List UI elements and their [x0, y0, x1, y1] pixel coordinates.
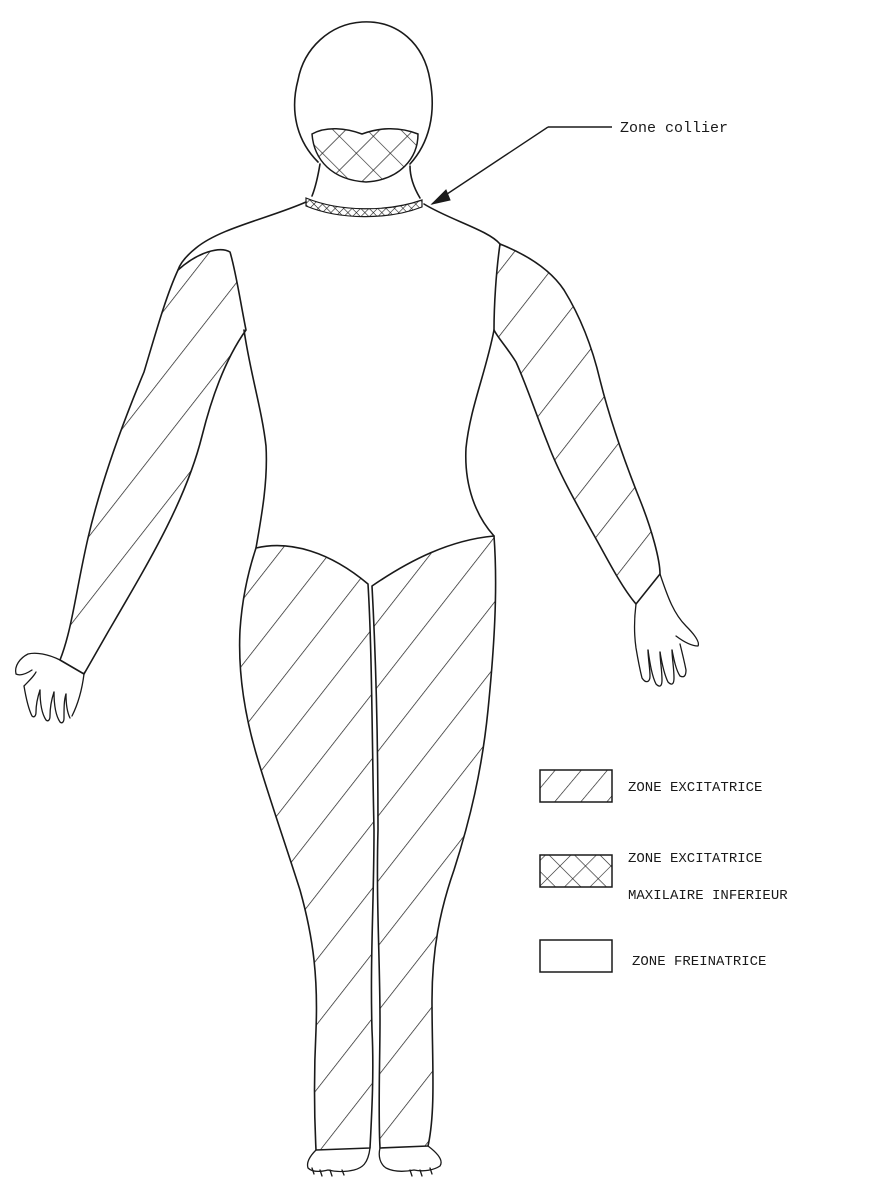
right-leg-zone: [372, 536, 496, 1148]
legend-label-blank: ZONE FREINATRICE: [632, 954, 766, 970]
legend-label-diagonal: ZONE EXCITATRICE: [628, 780, 762, 796]
left-arm: [60, 250, 246, 674]
right-leg: [372, 536, 496, 1148]
legend: ZONE EXCITATRICE ZONE EXCITATRICE MAXILA…: [540, 770, 788, 972]
legend-item-diagonal: ZONE EXCITATRICE: [540, 770, 762, 802]
callout-arrowhead: [432, 190, 450, 204]
collar-callout: Zone collier: [432, 120, 728, 204]
jaw-zone: [312, 129, 418, 182]
legend-swatch-blank: [540, 940, 612, 972]
callout-leader-diagonal: [432, 127, 548, 204]
legend-item-crosshatch: ZONE EXCITATRICE MAXILAIRE INFERIEUR: [540, 851, 788, 904]
head: [295, 22, 433, 182]
left-foot: [307, 1148, 370, 1176]
legend-label-crosshatch-line1: ZONE EXCITATRICE: [628, 851, 762, 867]
left-leg-zone: [240, 546, 374, 1150]
right-arm: [494, 244, 660, 604]
right-arm-zone: [494, 244, 660, 604]
collar-zone: [306, 198, 422, 217]
legend-item-blank: ZONE FREINATRICE: [540, 940, 766, 972]
left-arm-zone: [60, 250, 246, 674]
callout-label: Zone collier: [620, 120, 728, 137]
legend-swatch-crosshatch: [540, 855, 612, 887]
legend-swatch-diagonal: [540, 770, 612, 802]
legend-label-crosshatch-line2: MAXILAIRE INFERIEUR: [628, 888, 788, 904]
left-leg: [240, 546, 374, 1150]
right-foot: [379, 1146, 441, 1176]
